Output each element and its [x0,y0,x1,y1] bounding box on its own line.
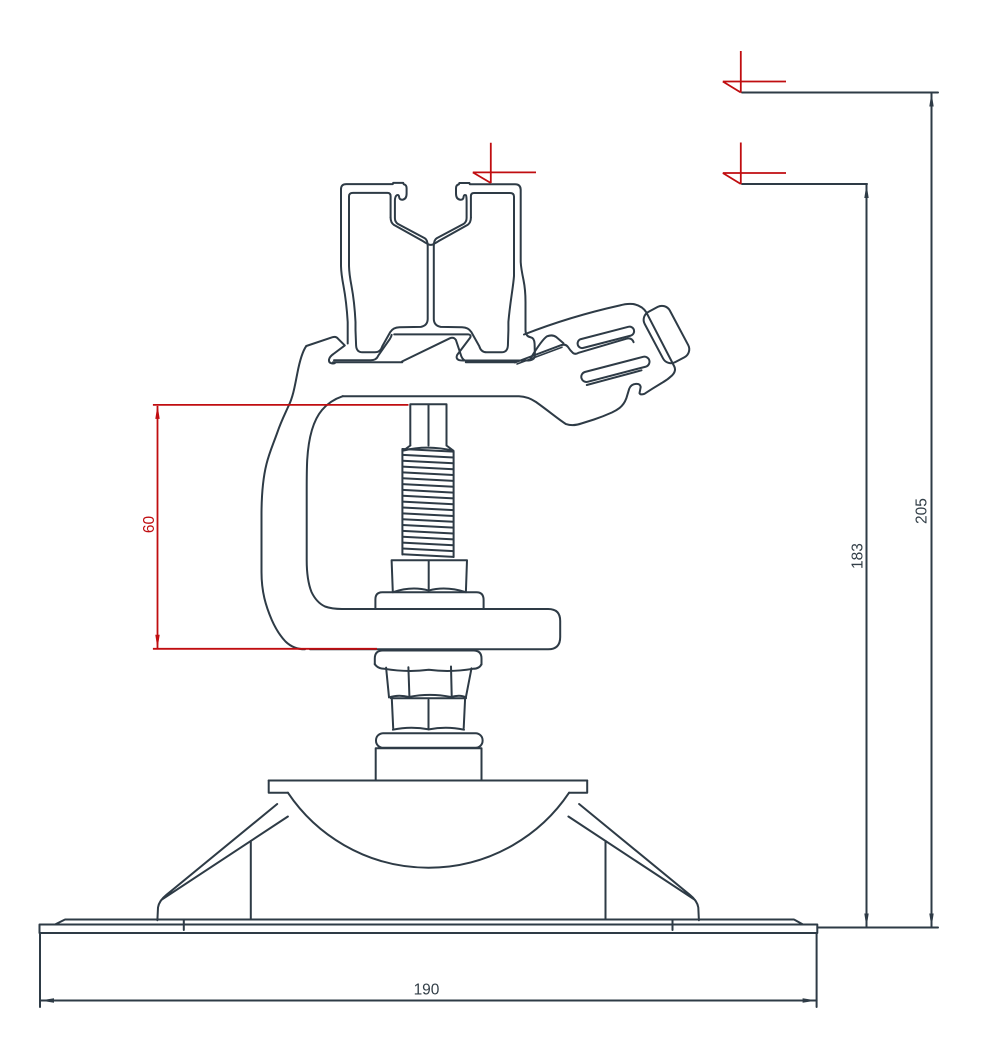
svg-text:60: 60 [141,516,158,534]
svg-text:190: 190 [414,981,440,998]
svg-text:205: 205 [914,498,931,524]
svg-text:183: 183 [850,543,867,569]
